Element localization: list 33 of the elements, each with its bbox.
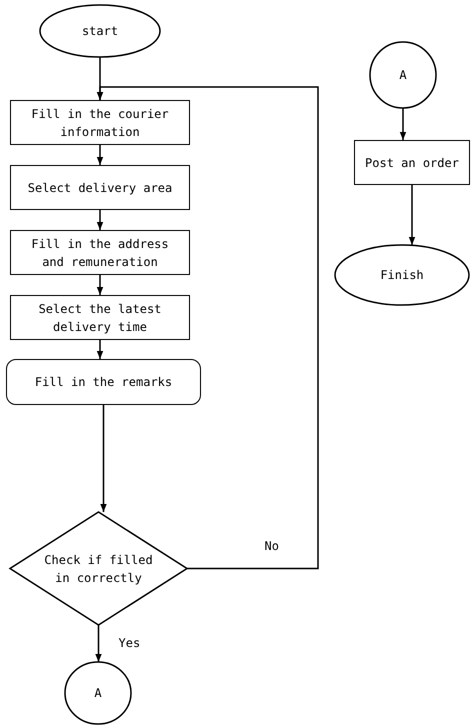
node-text: A: [93, 685, 103, 702]
arrow: [96, 86, 319, 570]
decision-diamond: [10, 512, 187, 625]
process-box: [10, 230, 190, 275]
process-box: [10, 165, 190, 210]
edge-label: No: [262, 538, 281, 552]
connector-circle: [370, 42, 436, 108]
node-text: Select delivery area: [26, 180, 174, 196]
arrow: [400, 108, 406, 140]
arrow: [408, 185, 416, 245]
arrow: [96, 275, 104, 295]
arrow: [95, 625, 102, 662]
arrow: [96, 210, 104, 230]
node-text: Select the latest delivery time: [38, 300, 162, 336]
connector-circle: [65, 662, 131, 724]
node-text: Check if filled in correctly: [43, 552, 154, 586]
node-text: Fill in the courier information: [30, 106, 170, 140]
process-box: [10, 295, 190, 340]
arrow: [96, 340, 104, 359]
node-text: A: [398, 67, 408, 84]
node-text: Fill in the remarks: [34, 374, 174, 391]
process-box: [6, 359, 201, 405]
end-ellipse: [335, 245, 469, 305]
node-text: Fill in the address and remuneration: [30, 236, 170, 270]
process-box: [10, 100, 190, 145]
start-ellipse: [40, 5, 160, 57]
process-box: [354, 140, 470, 185]
arrow: [96, 145, 104, 165]
edge-label: Yes: [116, 636, 142, 650]
node-text: Post an order: [364, 154, 460, 172]
node-text: Finish: [379, 267, 425, 284]
node-text: start: [80, 23, 120, 40]
arrow: [100, 405, 107, 512]
